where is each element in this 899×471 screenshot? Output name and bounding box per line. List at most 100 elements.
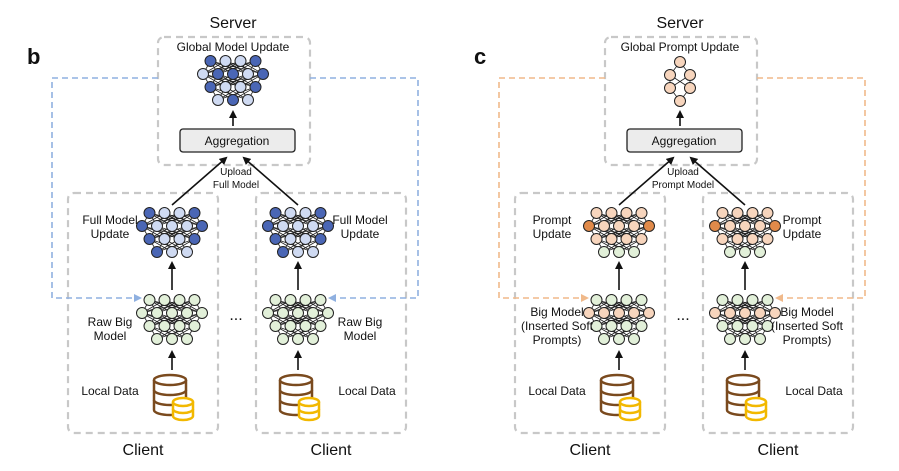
upload-label-2: Full Model bbox=[213, 180, 259, 191]
net-edge bbox=[611, 312, 650, 327]
net-edge bbox=[603, 325, 642, 340]
client-title: Client bbox=[758, 442, 799, 459]
local-database-icon bbox=[278, 373, 321, 422]
net-edge bbox=[267, 212, 306, 227]
net-node bbox=[158, 207, 171, 219]
net-edge bbox=[210, 73, 264, 88]
db-small-top bbox=[618, 396, 642, 408]
net-edge bbox=[282, 325, 321, 340]
net-node bbox=[212, 94, 224, 106]
raw-model-label: Model bbox=[94, 329, 127, 343]
net-node bbox=[620, 320, 633, 332]
net-edge bbox=[141, 212, 180, 227]
net-node bbox=[628, 307, 640, 319]
upload-arrow-left bbox=[171, 156, 228, 206]
net-edge bbox=[267, 212, 321, 227]
net-node bbox=[314, 320, 327, 332]
net-node bbox=[181, 246, 193, 258]
download-loop-left bbox=[51, 77, 158, 302]
net-node bbox=[635, 320, 648, 332]
net-edge bbox=[217, 60, 256, 75]
net-node bbox=[731, 207, 744, 219]
net-node bbox=[739, 246, 751, 258]
net-node bbox=[212, 68, 224, 80]
client-update-net-2 bbox=[709, 207, 781, 258]
net-node bbox=[590, 294, 603, 306]
net-node bbox=[605, 207, 618, 219]
db-small-top bbox=[744, 396, 768, 408]
net-node bbox=[628, 220, 640, 232]
net-node bbox=[709, 220, 721, 232]
net-node bbox=[181, 307, 193, 319]
raw-model-label: Prompts) bbox=[533, 333, 582, 347]
net-edge bbox=[217, 86, 256, 101]
net-node bbox=[598, 333, 610, 345]
server-title: Server bbox=[656, 15, 704, 32]
net-edge bbox=[149, 312, 188, 327]
net-node bbox=[292, 246, 304, 258]
net-node bbox=[731, 320, 744, 332]
client-raw-net-1 bbox=[136, 294, 208, 345]
aggregation-label: Aggregation bbox=[205, 134, 270, 148]
global-update-title: Global Prompt Update bbox=[621, 40, 740, 54]
download-loop-left bbox=[498, 77, 605, 302]
net-node bbox=[307, 246, 319, 258]
net-edge bbox=[141, 299, 180, 314]
db-top bbox=[278, 373, 314, 387]
net-node bbox=[635, 294, 648, 306]
net-edge bbox=[714, 212, 768, 227]
net-edge bbox=[141, 212, 195, 227]
net-edge bbox=[290, 312, 329, 327]
net-node bbox=[143, 207, 156, 219]
net-edge bbox=[588, 299, 627, 314]
net-node bbox=[284, 294, 297, 306]
db-small-ring bbox=[744, 408, 768, 415]
upload-arrow-right bbox=[689, 156, 746, 206]
net-node bbox=[173, 320, 186, 332]
net-edge bbox=[282, 238, 321, 253]
net-node bbox=[613, 220, 625, 232]
net-node bbox=[269, 320, 282, 332]
local-database-icon bbox=[599, 373, 642, 422]
net-node bbox=[277, 307, 289, 319]
net-node bbox=[249, 55, 262, 67]
upload-arrow-left bbox=[618, 156, 675, 206]
upload-arrow-right bbox=[242, 156, 299, 206]
net-node bbox=[151, 220, 163, 232]
net-edge bbox=[722, 225, 776, 240]
net-edge bbox=[596, 225, 650, 240]
db-ring bbox=[599, 389, 635, 397]
net-node bbox=[136, 220, 148, 232]
net-node bbox=[605, 294, 618, 306]
net-edge bbox=[156, 238, 195, 253]
db-ring bbox=[278, 389, 314, 397]
db-top bbox=[725, 373, 761, 387]
global-update-title: Global Model Update bbox=[177, 40, 290, 54]
net-edge bbox=[722, 312, 761, 327]
net-node bbox=[746, 233, 759, 245]
net-node bbox=[196, 307, 208, 319]
net-node bbox=[242, 94, 254, 106]
update-label: Full Model bbox=[332, 213, 387, 227]
net-node bbox=[613, 246, 625, 258]
net-node bbox=[583, 220, 595, 232]
ellipsis: ... bbox=[229, 307, 242, 324]
net-node bbox=[307, 307, 319, 319]
net-node bbox=[590, 320, 603, 332]
net-node bbox=[628, 246, 640, 258]
panel-letter: c bbox=[474, 44, 486, 69]
net-edge bbox=[596, 225, 635, 240]
global-model-net bbox=[197, 55, 269, 106]
net-node bbox=[173, 233, 186, 245]
net-edge bbox=[596, 312, 635, 327]
net-node bbox=[746, 294, 759, 306]
net-node bbox=[605, 233, 618, 245]
net-edge bbox=[141, 299, 195, 314]
net-edge bbox=[202, 60, 241, 75]
net-node bbox=[284, 233, 297, 245]
update-label: Update bbox=[341, 227, 380, 241]
net-edge bbox=[275, 225, 329, 240]
db-top bbox=[599, 373, 635, 387]
